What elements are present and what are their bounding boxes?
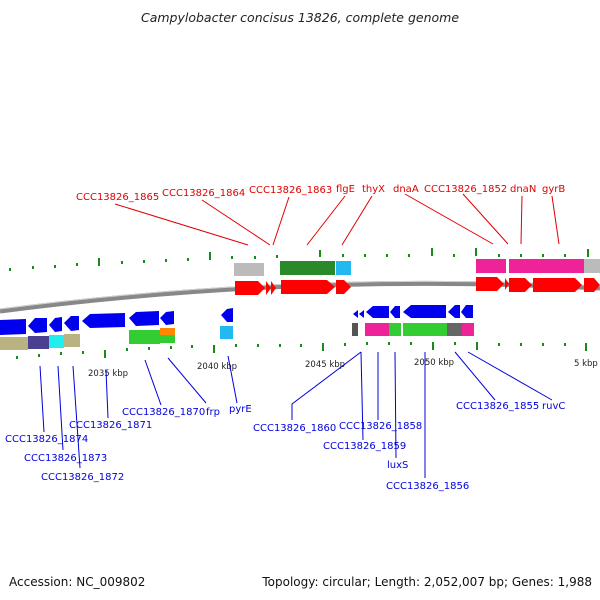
kbp-label: 5 kbp [574,359,598,369]
gene-label-forward[interactable]: flgE [336,184,355,195]
gene-label-forward[interactable]: dnaN [510,184,536,195]
gene-label-reverse[interactable]: CCC13826_1856 [386,481,469,492]
gene-label-reverse[interactable]: CCC13826_1871 [69,420,152,431]
reverse-cog-bars [0,323,474,350]
gene-label-forward[interactable]: CCC13826_1864 [162,188,245,199]
gene-label-reverse[interactable]: CCC13826_1874 [5,434,88,445]
kbp-label: 2035 kbp [88,369,128,379]
gene-label-reverse[interactable]: CCC13826_1859 [323,441,406,452]
gene-label-forward[interactable]: CCC13826_1852 [424,184,507,195]
map-title: Campylobacter concisus 13826, complete g… [140,10,460,25]
kbp-label: 2040 kbp [197,362,237,372]
gene-label-reverse[interactable]: frp [206,407,220,418]
gene-label-reverse[interactable]: CCC13826_1858 [339,421,422,432]
gene-label-reverse[interactable]: CCC13826_1870 [122,407,205,418]
lower-tick-marks [16,342,587,359]
forward-genes [235,277,600,295]
gene-label-forward[interactable]: dnaA [393,184,419,195]
gene-label-forward[interactable]: gyrB [542,184,565,195]
gene-label-forward[interactable]: thyX [362,184,385,195]
gene-label-forward[interactable]: CCC13826_1863 [249,185,332,196]
forward-leader-lines [114,193,560,246]
gene-label-reverse[interactable]: pyrE [229,404,252,415]
gene-label-reverse[interactable]: CCC13826_1860 [253,423,336,434]
reverse-genes [0,305,473,335]
genome-summary-text: Topology: circular; Length: 2,052,007 bp… [262,575,592,589]
reverse-leader-lines [39,351,553,478]
gene-label-reverse[interactable]: luxS [387,460,408,471]
gene-label-forward[interactable]: CCC13826_1865 [76,192,159,203]
gene-label-reverse[interactable]: CCC13826_1855 [456,401,539,412]
upper-tick-marks [9,248,589,271]
forward-cog-bars [234,259,600,276]
gene-label-reverse[interactable]: ruvC [542,401,565,412]
kbp-label: 2045 kbp [305,360,345,370]
accession-text: Accession: NC_009802 [9,575,146,589]
kbp-label: 2050 kbp [414,358,454,368]
gene-label-reverse[interactable]: CCC13826_1872 [41,472,124,483]
gene-label-reverse[interactable]: CCC13826_1873 [24,453,107,464]
